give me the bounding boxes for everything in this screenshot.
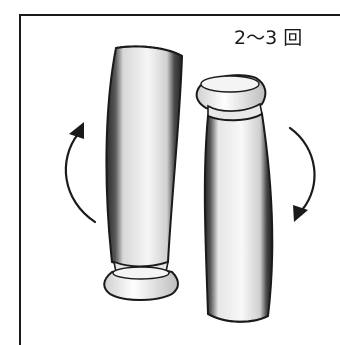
right-bottle	[197, 75, 273, 322]
right-bottle-cap-top	[201, 76, 259, 92]
right-bottle-body	[205, 114, 272, 322]
clockwise-arrow-icon	[290, 128, 315, 222]
left-bottle	[104, 46, 182, 300]
left-bottle-body	[106, 46, 182, 266]
repeat-count-label: 2～3 回	[234, 29, 302, 48]
counterclockwise-arrow-icon	[66, 122, 95, 222]
left-bottle-cap-top	[113, 267, 169, 279]
